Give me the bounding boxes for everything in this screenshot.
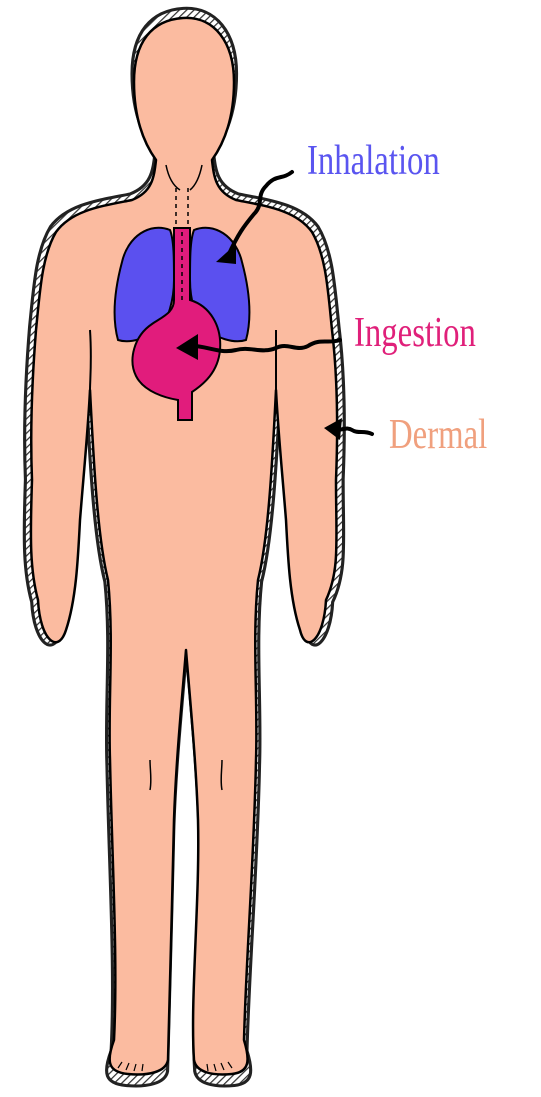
- dermal-label: Dermal: [389, 414, 487, 456]
- body-silhouette: [31, 18, 337, 1075]
- inhalation-label: Inhalation: [307, 140, 440, 182]
- ingestion-label: Ingestion: [354, 312, 476, 354]
